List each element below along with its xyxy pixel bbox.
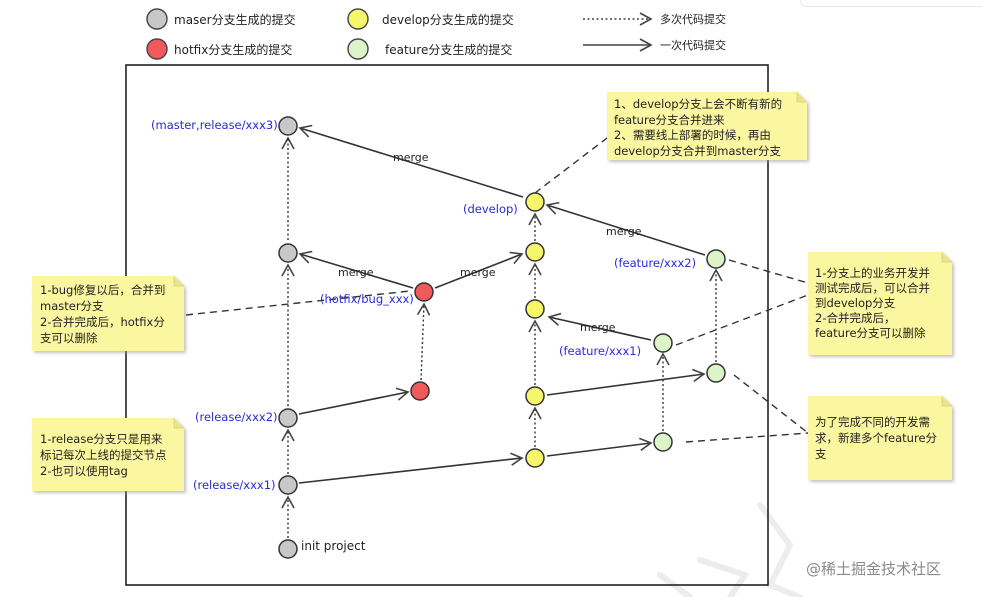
commit-init: [278, 539, 298, 559]
legend-multi-label: 多次代码提交: [660, 12, 726, 26]
label-feature2: (feature/xxx2): [614, 256, 696, 270]
note-develop-text: 1、develop分支上会不断有新的 feature分支合并进来 2、需要线上部…: [614, 97, 786, 158]
note-develop: 1、develop分支上会不断有新的 feature分支合并进来 2、需要线上部…: [607, 92, 807, 160]
note-feature-merge: 1-分支上的业务开发并 测试完成后，可以合并 到develop分支 2-合并完成…: [808, 252, 952, 355]
commit-feature1-2: [653, 333, 673, 353]
merge-label-feature1: merge: [580, 321, 616, 334]
note-feature-new: 为了完成不同的开发需 求，新建多个feature分 支: [808, 396, 952, 480]
legend: maser分支生成的提交 hotfix分支生成的提交 develop分支生成的提…: [146, 8, 726, 60]
commit-develop-2: [525, 386, 545, 406]
note-feature-merge-text: 1-分支上的业务开发并 测试完成后，可以合并 到develop分支 2-合并完成…: [815, 266, 934, 340]
legend-hotfix-label: hotfix分支生成的提交: [174, 42, 292, 57]
merge-label-hotfix-develop: merge: [460, 266, 496, 279]
legend-develop-label: develop分支生成的提交: [382, 12, 514, 27]
label-release1: (release/xxx1): [193, 478, 276, 492]
commit-release1: [278, 475, 298, 495]
label-master-release3: (master,release/xxx3): [151, 118, 278, 132]
watermark-glyphs: [657, 502, 803, 597]
merge-label-feature2: merge: [606, 225, 642, 238]
callout-lines: [185, 121, 809, 443]
solid-connectors: [298, 124, 706, 484]
commit-hotfix-2: [414, 282, 434, 302]
commit-feature2-2: [706, 249, 726, 269]
note-release-text: 1-release分支只是用来 标记每次上线的提交节点 2-也可以使用tag: [40, 432, 170, 478]
commit-develop-5: [525, 192, 545, 212]
merge-label-hotfix-master: merge: [338, 266, 374, 279]
legend-feature-dot: [347, 38, 369, 60]
legend-develop-dot: [347, 8, 369, 30]
commit-master-hotfix-merge: [278, 243, 298, 263]
commit-feature1-1: [653, 432, 673, 452]
note-hotfix-text: 1-bug修复以后，合并到 master分支 2-合并完成后，hotfix分 支…: [40, 283, 169, 345]
top-right-decoration: [800, 0, 982, 7]
commit-develop-4: [525, 242, 545, 262]
note-hotfix: 1-bug修复以后，合并到 master分支 2-合并完成后，hotfix分 支…: [32, 276, 184, 351]
dotted-connectors: [281, 136, 723, 538]
legend-feature-label: feature分支生成的提交: [385, 42, 512, 57]
legend-hotfix-dot: [146, 38, 168, 60]
commit-hotfix-1: [410, 381, 430, 401]
commit-develop-3: [525, 299, 545, 319]
watermark-text: @稀土掘金技术社区: [806, 560, 941, 578]
legend-master-label: maser分支生成的提交: [174, 12, 296, 27]
commit-nodes: [278, 116, 726, 559]
commit-release2: [278, 408, 298, 428]
commit-develop-1: [525, 448, 545, 468]
note-feature-new-text: 为了完成不同的开发需 求，新建多个feature分 支: [815, 415, 941, 461]
label-hotfix: (hotfix/bug_xxx): [320, 292, 414, 306]
commit-master-release3: [278, 116, 298, 136]
label-release2: (release/xxx2): [195, 410, 278, 424]
label-init-project: init project: [301, 539, 366, 553]
legend-master-dot: [146, 8, 168, 30]
merge-label-master: merge: [393, 151, 429, 164]
node-labels: (master,release/xxx3) (develop) (hotfix/…: [151, 118, 696, 492]
note-release: 1-release分支只是用来 标记每次上线的提交节点 2-也可以使用tag: [32, 418, 184, 491]
label-develop: (develop): [463, 202, 518, 216]
commit-feature2-1: [706, 363, 726, 383]
legend-single-label: 一次代码提交: [660, 38, 726, 52]
label-feature1: (feature/xxx1): [559, 344, 641, 358]
